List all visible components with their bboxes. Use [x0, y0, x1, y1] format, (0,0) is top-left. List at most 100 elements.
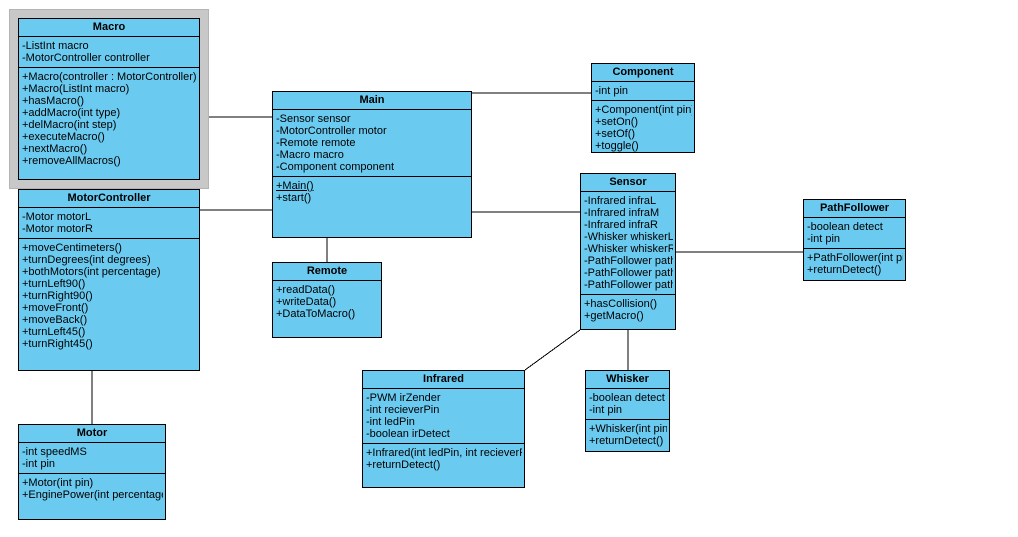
uml-class-motor[interactable]: Motor-int speedMS-int pin+Motor(int pin)…: [18, 424, 166, 520]
method-row: +hasMacro(): [22, 95, 85, 107]
attributes-compartment-pathfollower: -boolean detect-int pin: [804, 218, 905, 249]
attribute-row: -Motor motorL: [22, 211, 92, 223]
method-row: +start(): [276, 192, 312, 204]
uml-class-macro[interactable]: Macro-ListInt macro-MotorController cont…: [18, 18, 200, 180]
class-title-remote: Remote: [273, 263, 381, 281]
method-row: +Component(int pin): [595, 104, 692, 116]
class-title-sensor: Sensor: [581, 174, 675, 192]
attribute-row: -ListInt macro: [22, 40, 89, 52]
attribute-row: -int speedMS: [22, 446, 87, 458]
method-row: +moveBack(): [22, 314, 88, 326]
class-title-whisker: Whisker: [586, 371, 669, 389]
uml-class-remote[interactable]: Remote+readData()+writeData()+DataToMacr…: [272, 262, 382, 338]
attribute-row: -Macro macro: [276, 149, 344, 161]
attribute-row: -int pin: [589, 404, 623, 416]
method-row: +moveCentimeters(): [22, 242, 122, 254]
attributes-compartment-motor: -int speedMS-int pin: [19, 443, 165, 474]
attributes-compartment-infrared: -PWM irZender-int recieverPin-int ledPin…: [363, 389, 524, 444]
attribute-row: -Component component: [276, 161, 395, 173]
method-row: +executeMacro(): [22, 131, 105, 143]
method-row: +setOn(): [595, 116, 639, 128]
uml-class-whisker[interactable]: Whisker-boolean detect-int pin+Whisker(i…: [585, 370, 670, 452]
method-row: +delMacro(int step): [22, 119, 117, 131]
method-row: +readData(): [276, 284, 336, 296]
attribute-row: -int pin: [807, 233, 841, 245]
methods-compartment-main: +Main()+start(): [273, 177, 471, 207]
method-row: +bothMotors(int percentage): [22, 266, 161, 278]
attributes-compartment-macro: -ListInt macro-MotorController controlle…: [19, 37, 199, 68]
attribute-row: -int recieverPin: [366, 404, 440, 416]
method-row: +turnDegrees(int degrees): [22, 254, 151, 266]
method-row: +returnDetect(): [589, 435, 664, 447]
uml-class-pathfollower[interactable]: PathFollower-boolean detect-int pin+Path…: [803, 199, 906, 281]
attribute-row: -boolean detect: [807, 221, 883, 233]
methods-compartment-whisker: +Whisker(int pin)+returnDetect(): [586, 420, 669, 450]
attribute-row: -Whisker whiskerR: [584, 243, 673, 255]
attribute-row: -int ledPin: [366, 416, 415, 428]
attribute-row: -int pin: [595, 85, 629, 97]
methods-compartment-motor: +Motor(int pin)+EnginePower(int percenta…: [19, 474, 165, 504]
class-title-motorcontroller: MotorController: [19, 190, 199, 208]
attribute-row: -MotorController controller: [22, 52, 150, 64]
method-row: +turnRight45(): [22, 338, 93, 350]
attribute-row: -PathFollower pathM: [584, 267, 673, 279]
methods-compartment-motorcontroller: +moveCentimeters()+turnDegrees(int degre…: [19, 239, 199, 353]
attribute-row: -PathFollower pathL: [584, 255, 673, 267]
method-row: +turnLeft45(): [22, 326, 86, 338]
class-title-main: Main: [273, 92, 471, 110]
uml-class-motorcontroller[interactable]: MotorController-Motor motorL-Motor motor…: [18, 189, 200, 371]
attributes-compartment-component: -int pin: [592, 82, 694, 101]
methods-compartment-infrared: +Infrared(int ledPin, int recieverPin)+r…: [363, 444, 524, 474]
method-row: +toggle(): [595, 140, 639, 152]
method-row: +moveFront(): [22, 302, 89, 314]
method-row: +DataToMacro(): [276, 308, 356, 320]
method-row: +Infrared(int ledPin, int recieverPin): [366, 447, 522, 459]
uml-class-main[interactable]: Main-Sensor sensor-MotorController motor…: [272, 91, 472, 238]
methods-compartment-sensor: +hasCollision()+getMacro(): [581, 295, 675, 325]
method-row: +Macro(controller : MotorController): [22, 71, 197, 83]
class-title-infrared: Infrared: [363, 371, 524, 389]
uml-class-component[interactable]: Component-int pin+Component(int pin)+set…: [591, 63, 695, 153]
method-row: +removeAllMacros(): [22, 155, 121, 167]
uml-class-infrared[interactable]: Infrared-PWM irZender-int recieverPin-in…: [362, 370, 525, 488]
attribute-row: -boolean detect: [589, 392, 665, 404]
class-title-macro: Macro: [19, 19, 199, 37]
connector-sensor-infrared[interactable]: [524, 329, 581, 371]
method-row: +writeData(): [276, 296, 337, 308]
methods-compartment-component: +Component(int pin)+setOn()+setOf()+togg…: [592, 101, 694, 155]
attribute-row: -Infrared infraL: [584, 195, 657, 207]
class-title-motor: Motor: [19, 425, 165, 443]
attribute-row: -int pin: [22, 458, 56, 470]
attributes-compartment-whisker: -boolean detect-int pin: [586, 389, 669, 420]
method-row: +Main(): [276, 180, 314, 192]
attribute-row: -PWM irZender: [366, 392, 441, 404]
attribute-row: -Remote remote: [276, 137, 356, 149]
attribute-row: -Whisker whiskerL: [584, 231, 673, 243]
class-title-pathfollower: PathFollower: [804, 200, 905, 218]
class-title-component: Component: [592, 64, 694, 82]
method-row: +returnDetect(): [366, 459, 441, 471]
method-row: +turnRight90(): [22, 290, 93, 302]
method-row: +PathFollower(int pin): [807, 252, 903, 264]
method-row: +Macro(ListInt macro): [22, 83, 130, 95]
attributes-compartment-motorcontroller: -Motor motorL-Motor motorR: [19, 208, 199, 239]
methods-compartment-macro: +Macro(controller : MotorController)+Mac…: [19, 68, 199, 170]
method-row: +returnDetect(): [807, 264, 882, 276]
method-row: +EnginePower(int percentage): [22, 489, 163, 501]
attribute-row: -PathFollower pathR: [584, 279, 673, 291]
attribute-row: -Infrared infraR: [584, 219, 658, 231]
attribute-row: -boolean irDetect: [366, 428, 450, 440]
attribute-row: -Motor motorR: [22, 223, 93, 235]
method-row: +getMacro(): [584, 310, 644, 322]
methods-compartment-pathfollower: +PathFollower(int pin)+returnDetect(): [804, 249, 905, 279]
method-row: +turnLeft90(): [22, 278, 86, 290]
attributes-compartment-sensor: -Infrared infraL-Infrared infraM-Infrare…: [581, 192, 675, 295]
uml-class-sensor[interactable]: Sensor-Infrared infraL-Infrared infraM-I…: [580, 173, 676, 330]
attribute-row: -MotorController motor: [276, 125, 387, 137]
attributes-compartment-main: -Sensor sensor-MotorController motor-Rem…: [273, 110, 471, 177]
method-row: +setOf(): [595, 128, 636, 140]
methods-compartment-remote: +readData()+writeData()+DataToMacro(): [273, 281, 381, 323]
method-row: +Motor(int pin): [22, 477, 94, 489]
